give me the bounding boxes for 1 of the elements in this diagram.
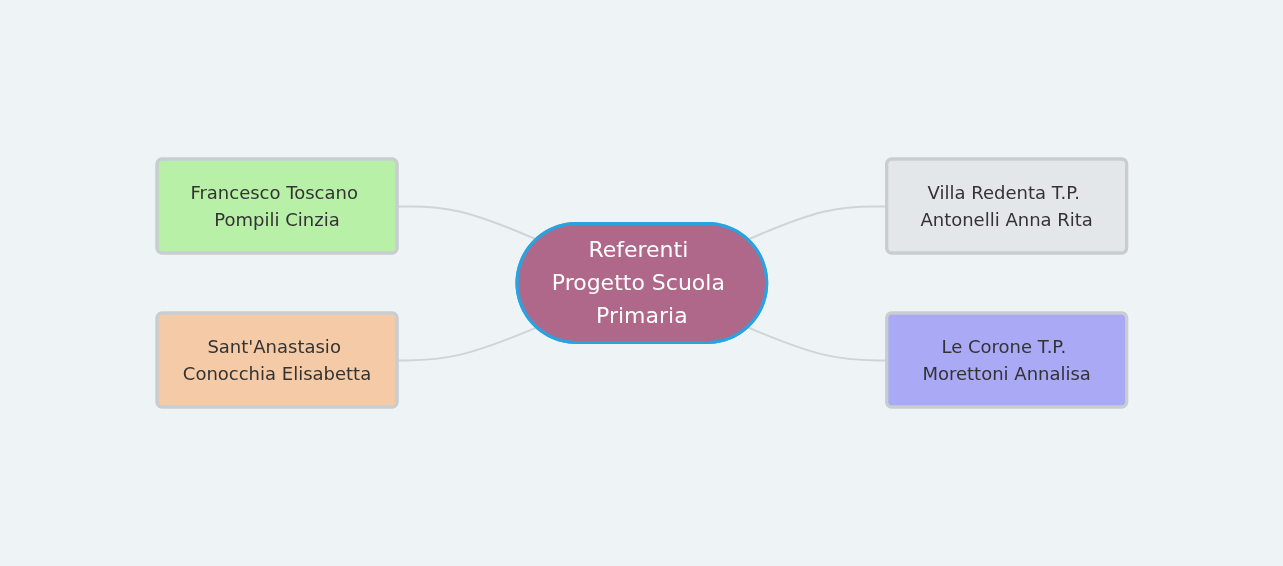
connector xyxy=(396,326,538,362)
